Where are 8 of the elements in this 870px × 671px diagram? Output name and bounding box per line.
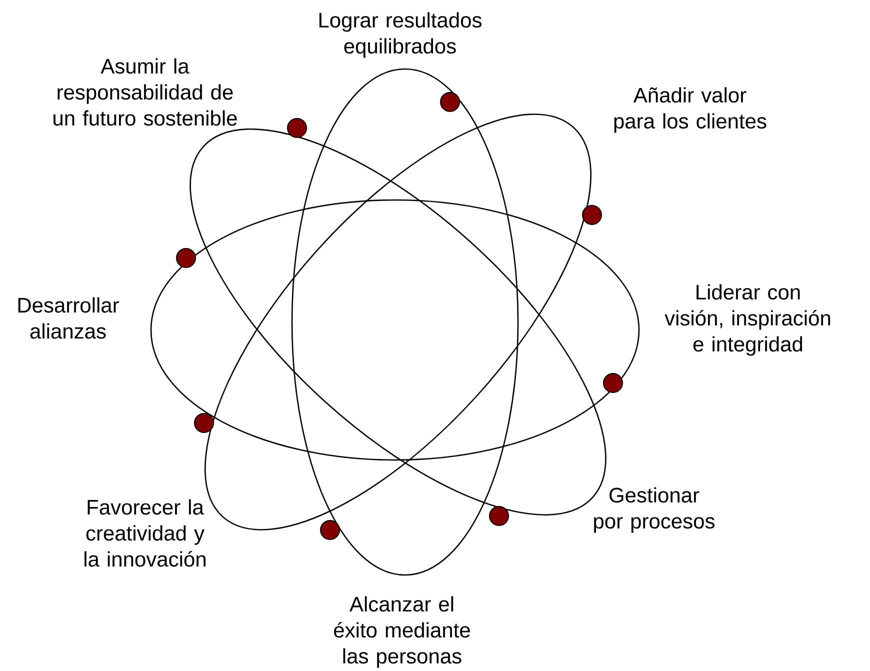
- orbit-label: Asumir la responsabilidad de un futuro sostenible: [54, 58, 237, 126]
- orbit-label: Alcanzar el éxito mediante las personas: [334, 596, 470, 668]
- orbit-label: Liderar con visión, inspiración e integridad: [664, 284, 830, 356]
- orbit-label: Añadir valor para los clientes: [614, 87, 766, 133]
- orbit-label: Desarrollar alianzas: [18, 297, 119, 339]
- orbit-label: Gestionar por procesos: [594, 487, 714, 533]
- orbit-label: Lograr resultados equilibrados: [319, 12, 482, 58]
- orbit-label: Favorecer la creatividad y la innovación: [84, 499, 206, 567]
